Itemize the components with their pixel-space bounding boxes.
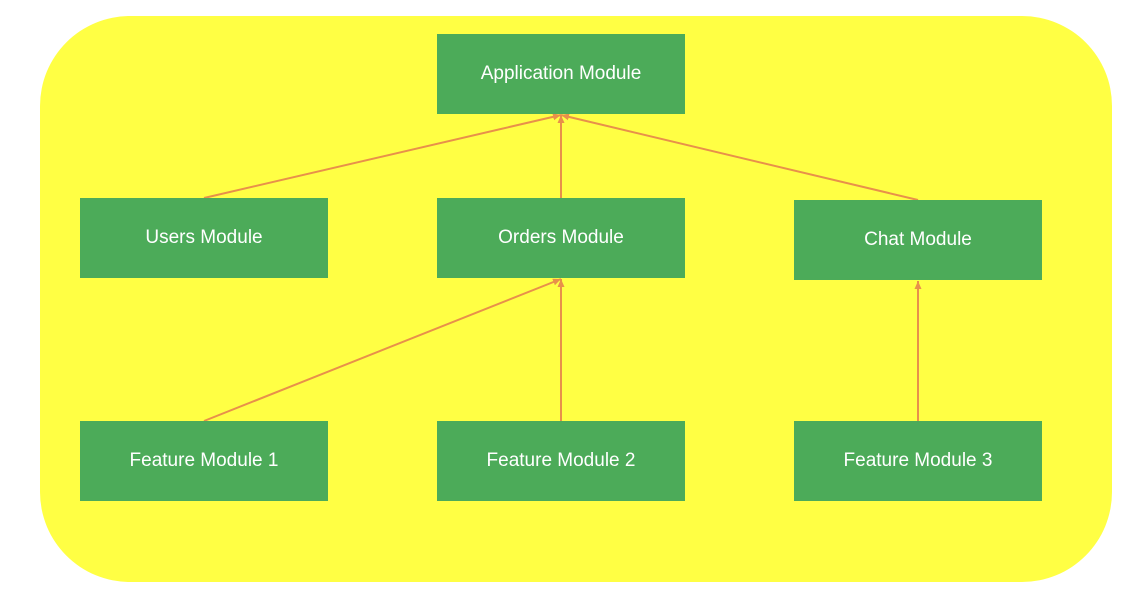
- node-label: Users Module: [145, 227, 263, 248]
- node-feature-module-3[interactable]: Feature Module 3: [794, 421, 1042, 501]
- node-label: Chat Module: [864, 229, 972, 250]
- node-label: Feature Module 3: [843, 450, 993, 471]
- node-label: Feature Module 1: [129, 450, 279, 471]
- node-feature-module-2[interactable]: Feature Module 2: [437, 421, 685, 501]
- node-orders-module[interactable]: Orders Module: [437, 198, 685, 278]
- node-label: Orders Module: [498, 227, 624, 248]
- node-chat-module[interactable]: Chat Module: [794, 200, 1042, 280]
- node-label: Application Module: [480, 63, 642, 84]
- node-label: Feature Module 2: [486, 450, 636, 471]
- node-feature-module-1[interactable]: Feature Module 1: [80, 421, 328, 501]
- node-application-module[interactable]: Application Module: [437, 34, 685, 114]
- node-users-module[interactable]: Users Module: [80, 198, 328, 278]
